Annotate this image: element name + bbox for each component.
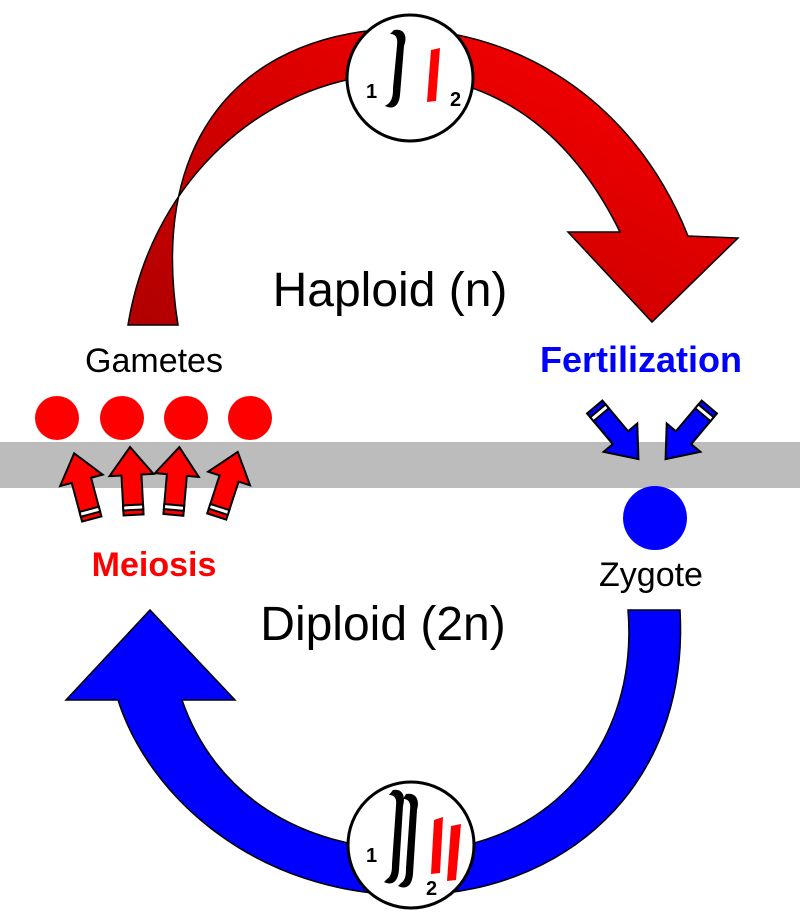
meiosis-arrows: [58, 445, 252, 523]
chromosome-paternal-a: [431, 817, 443, 874]
meiosis-label: Meiosis: [92, 546, 217, 584]
haploid-label: Haploid (n): [273, 264, 508, 317]
gamete-cells: [35, 396, 272, 440]
gamete-cell: [100, 396, 144, 440]
chromosome-label-1: 1: [366, 81, 377, 103]
chromosome-paternal-b: [447, 824, 461, 881]
meiosis-arrow: [152, 445, 201, 517]
chromosome-maternal-a: [384, 789, 404, 884]
diploid-label: Diploid (2n): [260, 598, 505, 651]
fertilization-arrows: [585, 399, 719, 461]
gamete-cell: [35, 396, 79, 440]
chromosome-maternal-b: [398, 793, 418, 888]
haploid-cycle-arrow: [127, 28, 740, 326]
gametes-label: Gametes: [85, 342, 223, 380]
chromosome-maternal: [385, 29, 406, 108]
chromosome-label-2: 2: [450, 89, 461, 111]
chromosome-label-2: 2: [426, 878, 437, 900]
fertilization-label: Fertilization: [540, 339, 742, 380]
chromosome-paternal: [427, 48, 440, 102]
gamete-cell: [228, 396, 272, 440]
gamete-cell: [164, 396, 208, 440]
zygote-cell: [623, 486, 687, 550]
haploid-cell: 1 2: [345, 13, 475, 143]
fertilization-arrow: [664, 399, 719, 461]
zygote-label: Zygote: [599, 556, 703, 594]
meiosis-arrow: [107, 445, 156, 517]
diploid-cycle-arrow: [64, 608, 682, 896]
meiosis-arrow: [58, 451, 105, 523]
fertilization-arrow: [585, 399, 640, 461]
chromosome-label-1: 1: [366, 845, 377, 867]
diploid-cell: 1 2: [346, 780, 476, 910]
meiosis-arrow: [205, 450, 252, 521]
